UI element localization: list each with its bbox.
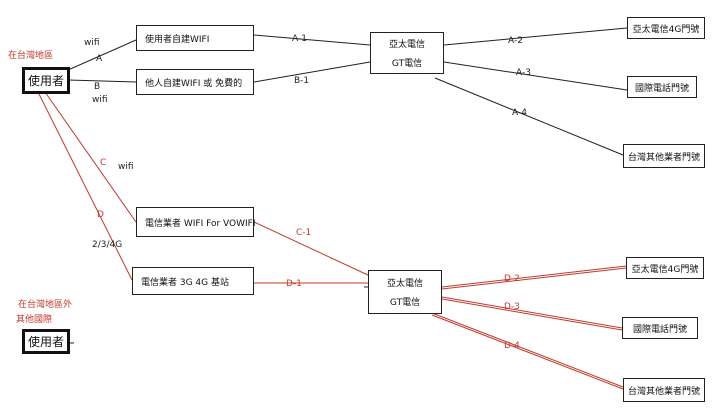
carrier-box-top: 亞太電信 GT電信 [370,32,444,74]
line-a [67,39,137,71]
own-wifi-box: 使用者自建WIFI [136,25,254,51]
line-d [37,91,133,281]
label-d2: D-2 [504,274,520,284]
label-g: 2/3/4G [92,240,123,250]
line-a4 [434,77,624,156]
dest-intl-label: 國際電話門號 [632,324,687,335]
label-d3: D-3 [504,302,520,312]
label-a2: A-2 [508,36,523,46]
region-inside-label: 在台灣地區 [8,51,54,61]
label-c: C [100,158,107,168]
label-d4: D-4 [504,341,520,351]
base-station-label: 電信業者 3G 4G 基站 [141,277,229,288]
carrier-name: GT電信 [389,298,421,308]
user-label: 使用者 [27,335,64,349]
line-d4b [431,314,624,390]
line-c [44,91,137,223]
carrier-box-bottom: 亞太電信 GT電信 [368,270,442,314]
label-b: B [94,82,101,92]
dest-4g-box-bottom: 亞太電信4G門號 [626,257,704,279]
line-a1 [253,34,371,46]
label-a3: A-3 [516,68,531,78]
line-a3 [443,61,628,91]
line-d2b [441,267,627,290]
line-c1 [253,221,371,277]
label-a1: A-1 [292,34,307,44]
dest-intl-box-top: 國際電話門號 [627,76,697,98]
region-outside-label-2: 其他國際 [16,315,53,325]
dest-4g-box-top: 亞太電信4G門號 [627,17,705,39]
line-d3b [441,298,623,331]
other-wifi-box: 他人自建WIFI 或 免費的 [136,69,254,95]
own-wifi-label: 使用者自建WIFI [145,34,210,45]
line-b [67,79,137,83]
dest-intl-label: 國際電話門號 [634,83,689,94]
dest-other-box-bottom: 台灣其他業者門號 [623,378,705,402]
line-d3 [441,296,623,329]
line-d4 [431,312,624,388]
dest-intl-box-bottom: 國際電話門號 [622,317,698,339]
dest-other-label: 台灣其他業者門號 [627,152,700,163]
line-d2 [441,265,627,288]
base-station-box: 電信業者 3G 4G 基站 [132,267,254,295]
label-wifi-b: wifi [92,95,108,105]
user-label: 使用者 [27,74,64,88]
carrier-name: GT電信 [391,59,423,69]
user-box-inside: 使用者 [22,67,70,94]
label-b1: B-1 [294,76,310,86]
region-outside-label: 在台灣地區外 [18,300,73,310]
line-b1 [253,61,371,83]
label-a: A [96,54,103,64]
label-c1: C-1 [296,228,312,238]
label-d: D [97,210,104,220]
label-wifi-a: wifi [84,38,100,48]
vowifi-label: 電信業者 WIFI For VOWIFI [145,218,256,229]
carrier-name: 亞太電信 [386,279,423,289]
carrier-name: 亞太電信 [388,40,425,50]
dest-other-box-top: 台灣其他業者門號 [623,144,705,168]
dest-4g-label: 亞太電信4G門號 [632,24,700,35]
dest-4g-label: 亞太電信4G門號 [631,264,699,275]
label-d1: D-1 [286,279,302,289]
label-a4: A-4 [512,108,527,118]
line-a2 [443,27,628,46]
label-wifi-c: wifi [118,162,134,172]
vowifi-box: 電信業者 WIFI For VOWIFI [136,207,256,237]
other-wifi-label: 他人自建WIFI 或 免費的 [145,78,243,89]
user-box-outside: 使用者 [22,329,70,354]
dest-other-label: 台灣其他業者門號 [627,386,700,397]
